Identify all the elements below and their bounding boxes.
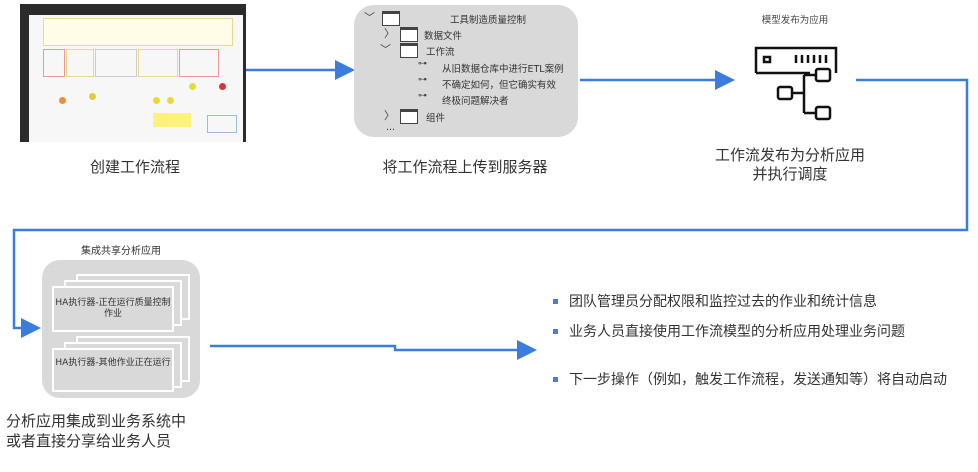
chevron-right-icon[interactable]: 〉 <box>384 109 395 122</box>
chevron-right-icon[interactable]: 〉 <box>384 27 395 40</box>
step1-caption: 创建工作流程 <box>89 158 180 176</box>
workflow-item[interactable]: 不确定如何，但它确实有效 <box>442 80 557 91</box>
step3-label: 模型发布为应用 <box>761 15 829 26</box>
server-workflow-icon <box>754 46 838 121</box>
folder-icon <box>400 109 418 124</box>
chevron-down-icon[interactable]: ﹀ <box>380 43 391 56</box>
step4-caption-line2: 或者直接分享给业务人员 <box>6 432 172 450</box>
server-repository-tree: ﹀ 工具制造质量控制 〉 数据文件 ﹀ 工作流 ⊶ 从旧数据仓库中进行ETL案例… <box>354 5 578 137</box>
workflow-editor-screenshot <box>20 4 246 142</box>
workflow-icon: ⊶ <box>418 75 427 85</box>
step3-caption-line2: 并执行调度 <box>752 165 828 183</box>
step4-caption-line1: 分析应用集成到业务系统中 <box>6 412 187 430</box>
arrow-4-5 <box>210 340 537 360</box>
executor-card-text: HA执行器-其他作业正在运行 <box>55 358 171 368</box>
step3-caption-line1: 工作流发布为分析应用 <box>714 146 865 164</box>
bullet-item: 下一步操作（例如，触发工作流程，发送通知等）将自动启动 <box>553 370 963 390</box>
analytics-app-box: HA执行器-正在运行质量控制作业 HA执行器-其他作业正在运行 <box>42 260 200 398</box>
step4-label: 集成共享分析应用 <box>81 246 161 257</box>
workflow-icon: ⊶ <box>418 91 427 101</box>
chevron-down-icon[interactable]: ﹀ <box>364 11 375 24</box>
workflow-item[interactable]: 从旧数据仓库中进行ETL案例 <box>442 64 564 75</box>
tree-root[interactable]: 工具制造质量控制 <box>450 15 527 26</box>
arrow-3-4 <box>12 78 969 338</box>
folder-icon <box>382 11 400 26</box>
bullet-item: 业务人员直接使用工作流模型的分析应用处理业务问题 <box>553 322 963 342</box>
executor-card-text: HA执行器-正在运行质量控制作业 <box>55 298 171 319</box>
tree-item[interactable]: 组件 <box>426 113 446 124</box>
tree-more: ... <box>386 122 396 133</box>
workflow-item[interactable]: 终极问题解决者 <box>442 96 509 107</box>
tree-item[interactable]: 数据文件 <box>424 31 463 42</box>
tree-item[interactable]: 工作流 <box>426 47 455 58</box>
folder-icon <box>400 43 418 58</box>
executor-card: HA执行器-正在运行质量控制作业 <box>52 286 174 332</box>
workflow-icon: ⊶ <box>418 59 427 69</box>
executor-card: HA执行器-其他作业正在运行 <box>52 348 174 392</box>
bullet-item: 团队管理员分配权限和监控过去的作业和统计信息 <box>553 292 963 312</box>
folder-icon <box>400 27 418 42</box>
step2-caption: 将工作流程上传到服务器 <box>382 158 548 176</box>
